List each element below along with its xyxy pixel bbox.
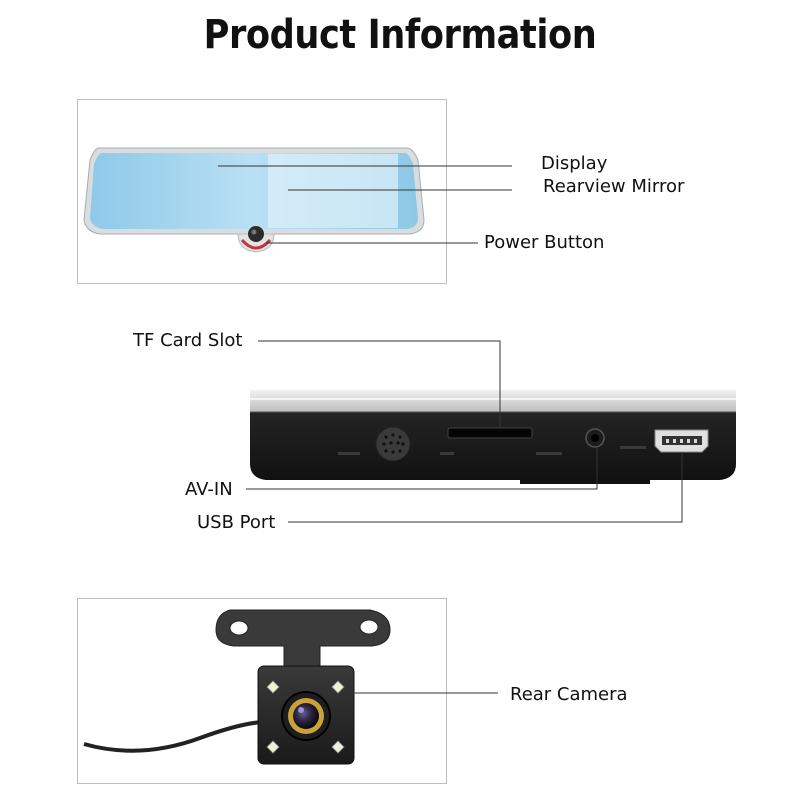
- power-button-icon: [237, 226, 275, 253]
- av-in-jack-icon: [585, 428, 605, 448]
- rear-camera-icon: [83, 609, 391, 765]
- av-in-label: AV-IN: [185, 479, 233, 500]
- rearview-mirror: [83, 147, 425, 235]
- page-title: Product Information: [203, 12, 597, 58]
- tf-card-slot-icon: [447, 427, 533, 439]
- rear-camera-label: Rear Camera: [510, 684, 628, 705]
- usb-port-label: USB Port: [197, 512, 276, 533]
- usb-port-icon: [654, 429, 709, 453]
- rearview-mirror-label: Rearview Mirror: [543, 176, 685, 197]
- power-button-label: Power Button: [484, 232, 605, 253]
- tf-card-slot-label: TF Card Slot: [133, 330, 243, 351]
- display-label: Display: [541, 153, 608, 174]
